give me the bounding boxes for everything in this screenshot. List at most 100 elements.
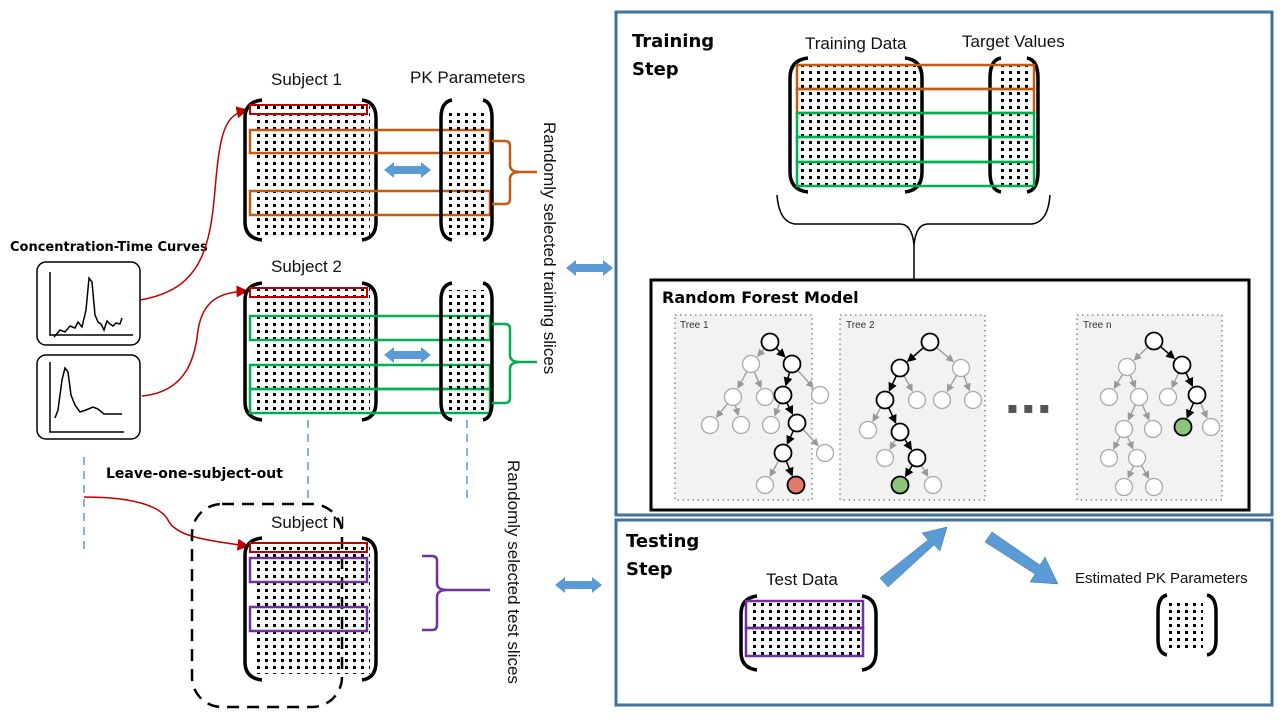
tree-leaf-prediction [890,475,910,495]
tree-2: Tree 2 [839,314,986,501]
tree-node [1187,385,1207,405]
tree-edge [775,347,786,358]
tree-edge [904,464,914,478]
subjectN-label: Subject N [271,513,345,532]
model-to-output-arrow [984,531,1059,585]
tree-node [1158,387,1178,407]
test-brace-purple [422,554,490,632]
tree-node [1172,355,1192,375]
tree-node [755,475,775,495]
tree-edge [946,374,958,393]
subject2-pk-matrix [439,281,494,422]
tree-edge [753,371,762,389]
tree-1: Tree 1 [674,314,835,501]
tree-n: Tree n [1076,314,1223,501]
training-slices-label: Randomly selected training slices [540,122,559,374]
tree-edge [757,348,766,358]
subject2-matrix [243,281,492,422]
tree-node [723,387,743,407]
tree-edge [783,371,793,387]
tree-edge [872,407,882,422]
subject2-double-arrow [384,347,431,363]
subject1-double-arrow [384,162,431,178]
curve-plot-1 [36,261,141,346]
tree-edge [1129,374,1137,389]
tree-node [907,390,927,410]
tree-edge [889,439,897,451]
training-brace-green [492,322,537,405]
tree-node [923,475,943,495]
tree-node [787,413,807,433]
training-brace-orange [492,139,537,206]
curves-title: Concentration-Time Curves [10,240,208,255]
target-values-label: Target Values [962,32,1065,51]
curve2-to-subject2-arrow [141,285,249,397]
tree-edge [1141,404,1150,421]
tree-node [951,358,971,378]
tree-edge [1127,465,1135,479]
tree-node [858,420,878,440]
tree-edge [1113,436,1121,450]
training-data-matrix [788,56,924,194]
tree-edge [784,402,793,415]
tree-leaf-prediction [1173,417,1193,437]
tree-edge [1140,465,1150,480]
tree-node [1114,419,1134,439]
random-forest-title: Random Forest Model [662,288,859,307]
tree-edge [1184,372,1193,387]
tree-node [741,354,761,374]
tree-edge [1113,373,1124,390]
tree-node [1143,419,1163,439]
tree-edge [802,428,819,447]
tree-node [815,443,835,463]
pk-params-label: PK Parameters [410,68,525,87]
tree-edge [1133,346,1149,361]
more-trees-ellipsis: ▪ ▪ ▪ [1007,398,1050,417]
tree-edge [920,464,929,478]
tree-edge [773,402,781,417]
tree-node [920,332,940,352]
loso-to-subjectN-arrow [83,496,250,551]
tree-node [1099,387,1119,407]
tree-edge [785,460,794,477]
testing-title-line1: Testing [626,531,699,552]
curve1-to-subject1-arrow [139,106,249,301]
target-values-matrix [988,56,1040,194]
training-title-line1: Training [632,31,714,52]
tree-node [782,354,802,374]
tree-edge [715,403,729,418]
tree-node [1114,477,1134,497]
training-link-arrow [566,260,613,276]
tree-node [963,390,983,410]
tree-node [761,415,781,435]
tree-edge [737,371,748,389]
tree-edge [1159,345,1176,360]
tree-edge [786,430,795,445]
tree-edge [732,404,741,417]
subject1-matrix [243,98,492,242]
training-title-line2: Step [632,59,679,80]
tree-node [1129,387,1149,407]
training-data-label: Training Data [805,34,907,53]
tree-edge [903,375,913,392]
tree-node [890,422,910,442]
tree-node [810,385,830,405]
tree-node [731,415,751,435]
testing-title-line2: Step [626,559,673,580]
tree-node [907,448,927,468]
tree-node [875,390,895,410]
tree-edge [963,375,971,392]
tree-node [875,448,895,468]
tree-node [1144,331,1164,351]
tree-edge [1199,402,1208,419]
subjectN-matrix [243,536,378,682]
test-data-label: Test Data [766,570,838,589]
tree-edge [1186,402,1195,419]
tree-leaf-prediction [786,475,806,495]
tree-edge [797,369,814,389]
subject2-label: Subject 2 [271,257,342,276]
tree-node [1201,417,1221,437]
test-slices-label: Randomly selected test slices [504,460,523,684]
tree-edge [769,460,780,477]
